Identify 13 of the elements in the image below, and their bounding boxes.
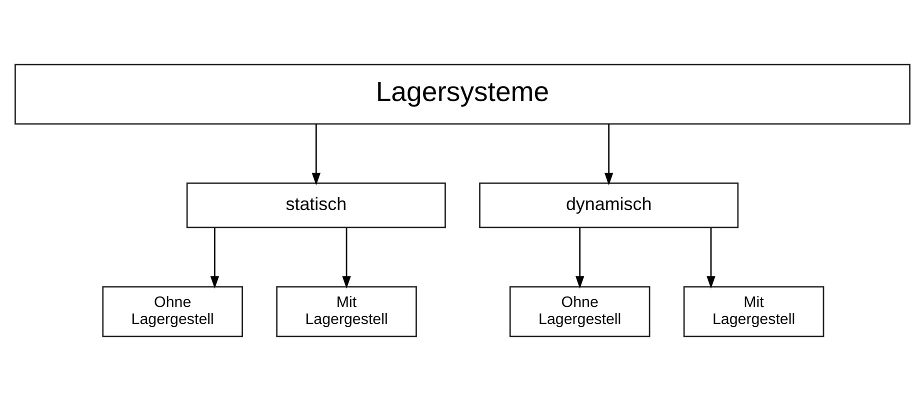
arrow: [210, 227, 219, 288]
node-box: Mit Lagergestell: [682, 286, 824, 337]
node-box: Ohne Lagergestell: [102, 286, 242, 337]
node-box: statisch: [186, 182, 446, 228]
arrow: [604, 123, 613, 185]
arrow: [342, 227, 350, 288]
arrow: [574, 227, 584, 288]
node-box: Mit Lagergestell: [276, 286, 416, 337]
node-box: dynamisch: [478, 182, 738, 228]
arrow: [311, 123, 320, 185]
arrow: [706, 227, 715, 288]
node-box: Ohne Lagergestell: [508, 286, 650, 337]
node-box: Lagersysteme: [14, 63, 910, 124]
